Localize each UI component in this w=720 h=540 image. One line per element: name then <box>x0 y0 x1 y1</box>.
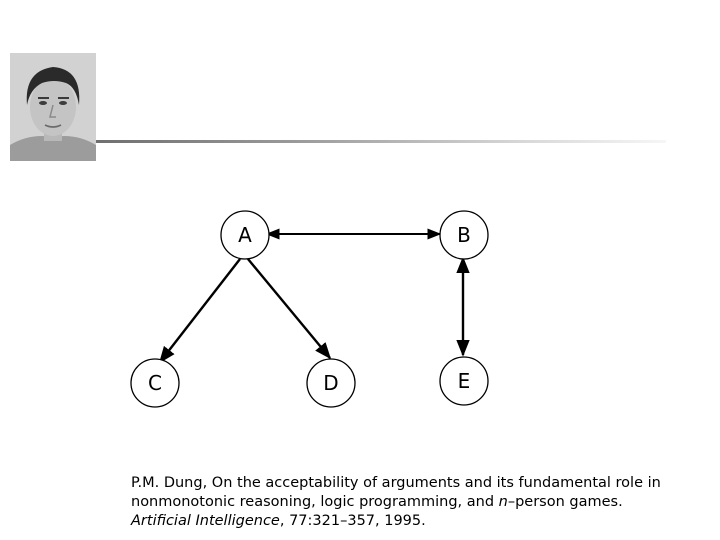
citation-line-2: nonmonotonic reasoning, logic programmin… <box>131 493 691 512</box>
edge-a-c <box>158 258 241 364</box>
citation-n-variable: n <box>498 494 508 510</box>
node-e: E <box>439 356 489 406</box>
node-a-label: A <box>238 223 252 247</box>
node-c-label: C <box>148 371 162 395</box>
node-e-label: E <box>458 369 471 393</box>
node-a: A <box>220 210 270 260</box>
author-photo <box>10 53 96 161</box>
citation-journal: Artificial Intelligence <box>131 513 280 529</box>
node-d: D <box>306 358 356 408</box>
citation: P.M. Dung, On the acceptability of argum… <box>131 474 691 531</box>
citation-line-3: Artificial Intelligence, 77:321–357, 199… <box>131 512 691 531</box>
edge-a-d <box>247 258 332 360</box>
citation-line-1: P.M. Dung, On the acceptability of argum… <box>131 475 661 491</box>
node-d-label: D <box>323 371 338 395</box>
citation-line-2-text: nonmonotonic reasoning, logic programmin… <box>131 494 499 510</box>
node-b: B <box>439 210 489 260</box>
node-c: C <box>130 358 180 408</box>
node-b-label: B <box>457 223 471 247</box>
header-divider <box>96 140 666 143</box>
citation-details: , 77:321–357, 1995. <box>279 513 426 529</box>
citation-line-2-end: –person games. <box>507 494 623 510</box>
